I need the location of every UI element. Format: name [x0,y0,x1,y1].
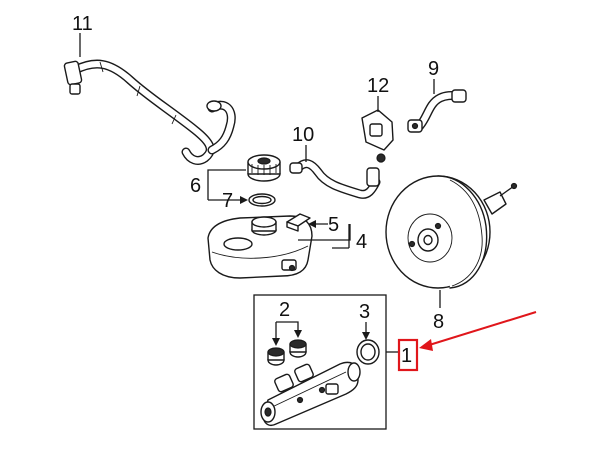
part-11-vacuum-hose [63,59,236,165]
part-9-check-valve-hose [407,89,467,133]
leader-2 [275,321,299,340]
part-7-seal-ring [248,193,276,207]
callout-6: 6 [190,175,201,197]
highlight-arrow-head [419,339,433,351]
part-4-fluid-reservoir [207,215,313,279]
part-6-reservoir-cap [247,154,281,182]
callout-4: 4 [356,231,367,253]
part-12-pressure-sensor [361,109,394,163]
leader-6 [207,169,246,200]
callout-10: 10 [292,124,314,146]
callout-9: 9 [428,58,439,80]
master-cylinder-group-box [253,294,387,430]
arrow-5 [308,220,316,228]
callout-11: 11 [72,13,93,35]
callout-7: 7 [222,190,233,212]
callout-3: 3 [359,301,370,323]
arrow-7 [240,196,248,204]
callout-12: 12 [367,75,389,97]
part-1-master-cylinder [260,361,361,426]
part-3-o-ring [356,339,380,365]
part-10-vacuum-line [289,159,381,199]
callout-1-highlight-box [397,338,419,372]
part-8-brake-booster [385,175,518,289]
arrow-2a [272,338,280,346]
callout-5: 5 [328,214,339,236]
part-2-grommets [267,339,307,366]
leader-4 [298,224,351,241]
highlight-arrow-line [425,311,537,347]
callout-2: 2 [279,299,290,321]
part-5-clip [286,213,311,232]
arrow-3 [362,332,370,340]
callout-1: 1 [401,345,412,367]
arrow-2b [294,330,302,338]
callout-8: 8 [433,311,444,333]
